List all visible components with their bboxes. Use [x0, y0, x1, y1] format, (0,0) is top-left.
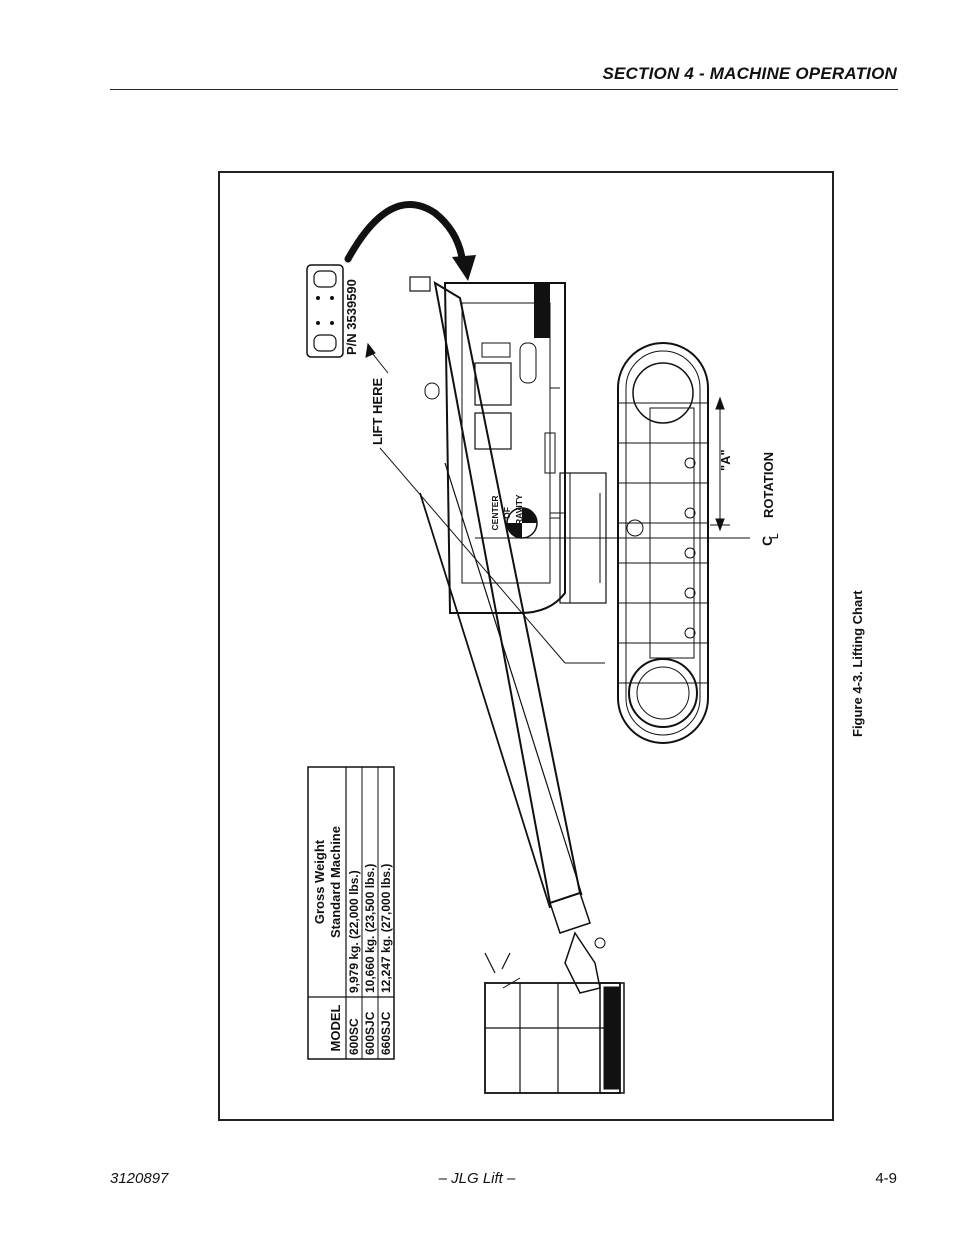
upper-structure [443, 282, 566, 614]
header-rule [110, 89, 898, 90]
rotation-centerline [475, 512, 750, 539]
lift-bracket [409, 276, 440, 400]
footer-publisher: – JLG Lift – [438, 1170, 516, 1187]
footer-doc-number: 3120897 [110, 1170, 169, 1187]
track-assembly [617, 342, 709, 744]
lift-decal [306, 264, 344, 358]
table-row-model: 600SC [347, 1018, 361, 1055]
cog-label-center: CENTER [490, 496, 500, 531]
gross-weight-table: MODEL Gross Weight Standard Machine 600S… [307, 766, 395, 1060]
cog-label-gravity: GRAVITY [514, 494, 524, 531]
footer-page-number: 4-9 [875, 1170, 897, 1187]
figure-frame: CENTER OF GRAVITY [218, 171, 834, 1121]
curved-arrow-icon [344, 201, 476, 281]
centerline-symbol-sub: L [770, 533, 780, 539]
table-header-standard-machine: Standard Machine [328, 826, 343, 938]
section-title: SECTION 4 - MACHINE OPERATION [602, 64, 897, 83]
cog-label-of: OF [502, 507, 512, 519]
boom [419, 281, 606, 994]
lifting-chart-illustration: CENTER OF GRAVITY [306, 201, 780, 1094]
centerline-symbol: C [759, 536, 775, 546]
rotation-label: ROTATION [761, 452, 776, 518]
platform-basket [484, 952, 625, 1094]
part-number-label: P/N 3539590 [344, 279, 359, 355]
table-row-weight: 9,979 kg. (22,000 lbs.) [347, 870, 361, 993]
figure-caption-text: Figure 4-3. Lifting Chart [850, 590, 865, 737]
table-header-gross-weight: Gross Weight [312, 839, 327, 924]
figure-caption-holder: Figure 4-3. Lifting Chart [850, 590, 865, 737]
lift-here-leader [365, 342, 605, 664]
dimension-a [710, 396, 730, 532]
brand-logo-text: JLG [604, 1032, 621, 1061]
table-row-weight: 12,247 kg. (27,000 lbs.) [379, 864, 393, 993]
table-row-model: 600SJC [363, 1011, 377, 1055]
table-row-weight: 10,660 kg. (23,500 lbs.) [363, 864, 377, 993]
table-header-model: MODEL [328, 1004, 343, 1051]
table-row-model: 660SJC [379, 1011, 393, 1055]
lift-here-label: LIFT HERE [370, 378, 385, 445]
dimension-a-label: "A" [718, 449, 733, 471]
